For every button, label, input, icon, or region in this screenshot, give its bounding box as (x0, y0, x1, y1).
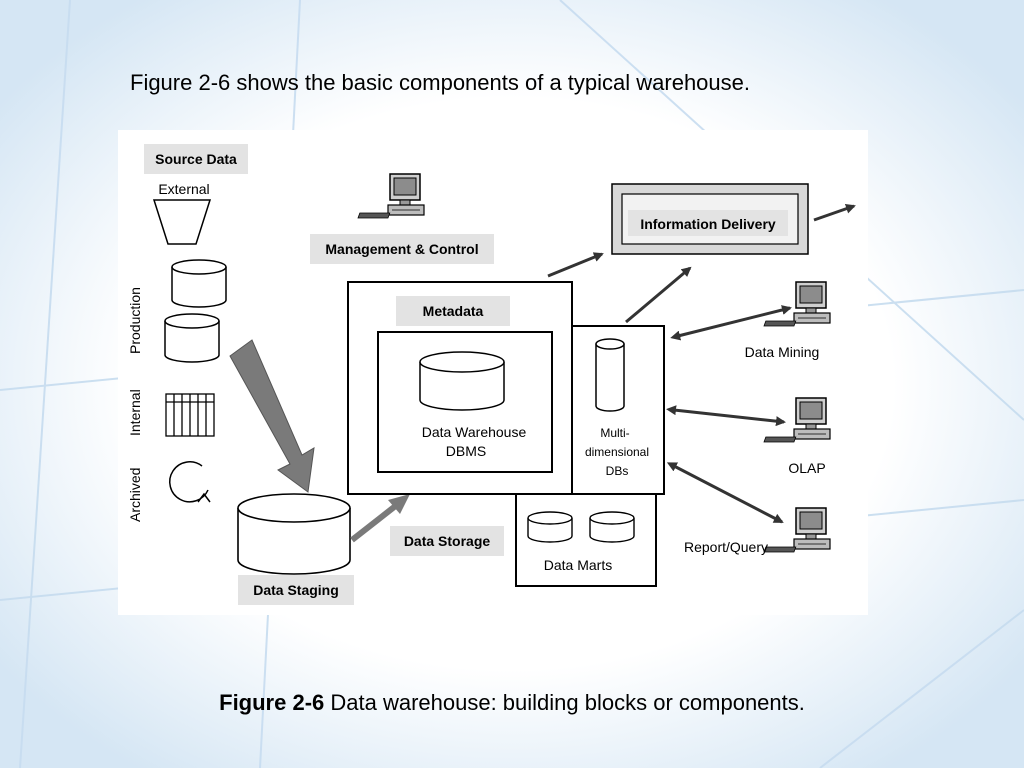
data-staging-label: Data Staging (253, 582, 339, 598)
data-staging-label-box (238, 575, 354, 605)
olap-link-arrow (666, 405, 786, 427)
internal-grid-icon (165, 393, 215, 437)
internal-label: Internal (127, 389, 143, 436)
dw-dbms-line1: Data Warehouse (422, 424, 527, 440)
management-control-label: Management & Control (325, 241, 478, 257)
dw-dbms-line2: DBMS (446, 443, 486, 459)
caption-figure-number: Figure 2-6 (219, 690, 325, 715)
production-db-icon (164, 313, 220, 363)
data-marts-label: Data Marts (544, 557, 612, 573)
multidim-line3: DBs (606, 464, 629, 478)
staging-to-storage-arrowhead (388, 494, 410, 514)
multidim-line2: dimensional (585, 445, 649, 459)
management-label-box (310, 234, 494, 264)
external-label: External (158, 181, 209, 197)
intro-text: Figure 2-6 shows the basic components of… (130, 70, 750, 95)
source-data-title: Source Data (155, 151, 237, 167)
delivery-output-arrow (813, 203, 856, 222)
source-data-label-box (144, 144, 248, 174)
data-mart-cylinder-icon (589, 511, 635, 543)
archived-label: Archived (127, 468, 143, 522)
report-query-link-arrow (666, 462, 784, 524)
source-to-staging-arrow (229, 339, 315, 493)
data-staging-cylinder-icon (237, 493, 351, 575)
data-mart-cylinder-icon (527, 511, 573, 543)
production-db-icon (171, 259, 227, 308)
figure-caption: Figure 2-6 Data warehouse: building bloc… (0, 690, 1024, 716)
warehouse-to-delivery-arrow (547, 252, 604, 278)
information-delivery-label: Information Delivery (640, 216, 776, 232)
metadata-label-box (396, 296, 510, 326)
data-mining-link-arrow (670, 305, 792, 341)
staging-to-storage-arrow (350, 501, 400, 543)
caption-text: Data warehouse: building blocks or compo… (324, 690, 805, 715)
olap-label: OLAP (788, 460, 825, 476)
external-funnel-icon (152, 199, 212, 245)
data-storage-label: Data Storage (404, 533, 491, 549)
information-delivery-label-box (628, 210, 788, 236)
multidim-to-delivery-arrow (625, 266, 692, 324)
multidim-line1: Multi- (600, 426, 629, 440)
data-mining-label: Data Mining (745, 344, 820, 360)
multidim-cylinder-icon (595, 338, 625, 412)
production-label: Production (127, 287, 143, 354)
archived-tape-icon (169, 461, 211, 503)
report-query-label: Report/Query (684, 539, 768, 555)
data-storage-label-box (390, 526, 504, 556)
metadata-label: Metadata (423, 303, 484, 319)
dw-dbms-cylinder-icon (419, 351, 505, 411)
dw-diagram: Source Data External Production Internal… (118, 130, 868, 615)
